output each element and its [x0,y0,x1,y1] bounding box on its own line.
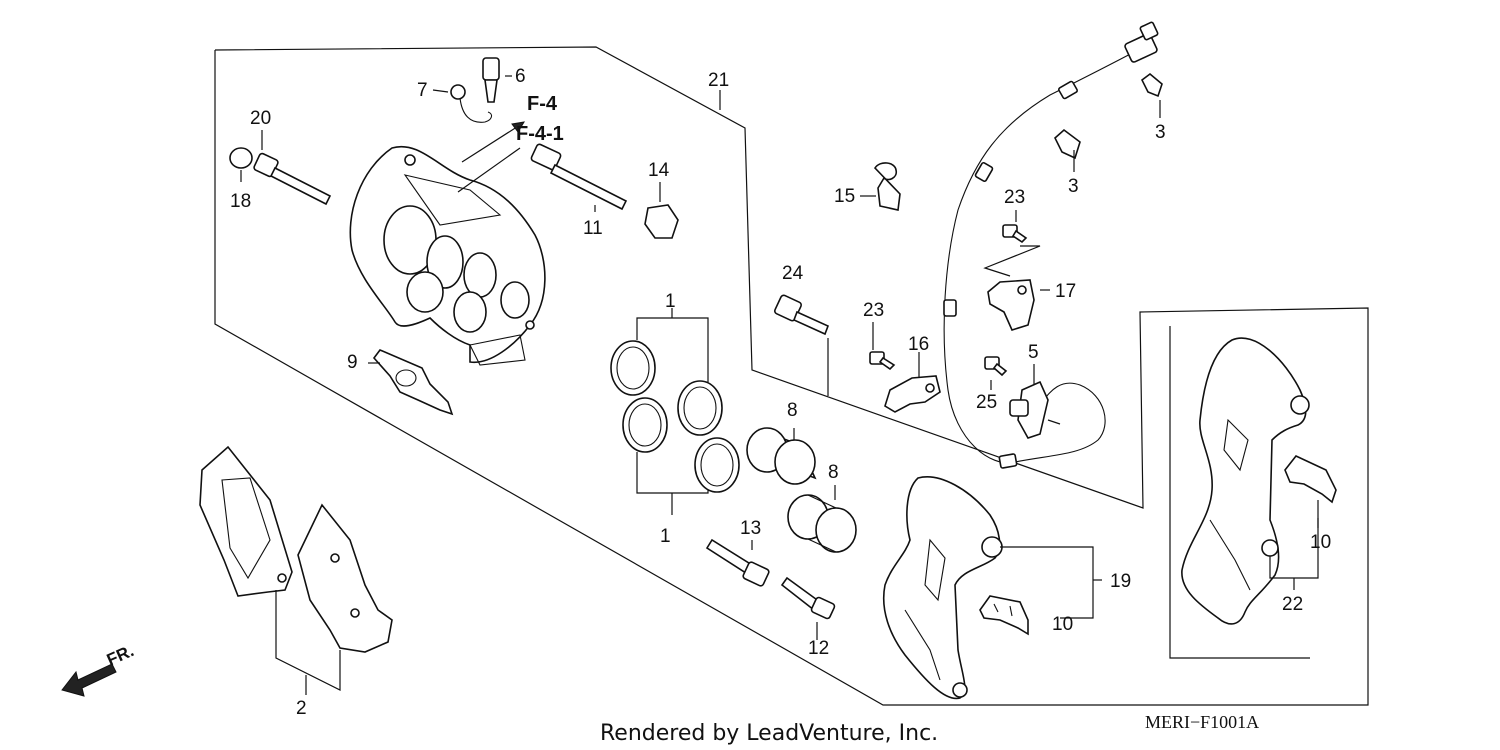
callout-17[interactable]: 17 [1055,281,1076,302]
brake-pad-inner[interactable] [297,503,393,653]
render-credit: Rendered by LeadVenture, Inc. [600,721,938,746]
cable-clip-upper[interactable] [1140,72,1163,98]
bolt-23-lower[interactable] [869,351,896,371]
callout-1-upper[interactable]: 1 [665,291,676,312]
bolt-24[interactable] [773,294,830,336]
bleeder-screw[interactable] [482,57,500,103]
pin-bolt-20[interactable] [253,152,332,206]
callout-18[interactable]: 18 [230,191,251,212]
callout-7[interactable]: 7 [417,80,428,101]
reference-f4[interactable]: F-4 [527,93,558,115]
front-direction-arrow [61,663,117,697]
bleeder-cap[interactable] [450,84,493,123]
bracket-22-lines [1269,518,1319,590]
callout-10-front[interactable]: 10 [1052,614,1073,635]
bracket-19-lines [1000,546,1102,619]
callout-2[interactable]: 2 [296,698,307,719]
pad-shim[interactable] [372,349,454,416]
callout-20[interactable]: 20 [250,108,271,129]
callout-15[interactable]: 15 [834,186,855,207]
reference-arrows [457,121,525,193]
diagram-code: MERI−F1001A [1145,712,1259,732]
callout-8-upper[interactable]: 8 [787,400,798,421]
callout-5[interactable]: 5 [1028,342,1039,363]
bolt-12[interactable] [780,576,836,620]
piston-upper[interactable] [746,427,817,485]
callout-23-upper[interactable]: 23 [1004,187,1025,208]
callout-6[interactable]: 6 [515,66,526,87]
piston-seals[interactable] [610,340,740,493]
assembly-outline-21 [214,46,1369,706]
caliper-body[interactable] [349,145,546,366]
bolt-13[interactable] [705,538,770,587]
bolt-25[interactable] [984,356,1008,377]
bolt-23-upper[interactable] [1002,224,1028,244]
pad-spring-alt[interactable] [1284,455,1337,504]
leader-lines [240,75,1319,695]
front-direction-label: FR. [104,641,137,669]
reference-f4-1[interactable]: F-4-1 [516,123,564,145]
piston-lower[interactable] [787,494,857,553]
callout-1-lower[interactable]: 1 [660,526,671,547]
brake-pad-outer[interactable] [199,445,293,597]
callout-10-alt[interactable]: 10 [1310,532,1331,553]
callout-14[interactable]: 14 [648,160,670,181]
callout-11[interactable]: 11 [583,218,603,239]
pin-cap-18[interactable] [229,147,253,169]
clip-15[interactable] [873,162,901,211]
seal-group-lines [636,308,709,515]
callout-25[interactable]: 25 [976,392,997,413]
caliper-bracket-alt[interactable] [1181,337,1310,625]
callout-12[interactable]: 12 [808,638,829,659]
cable-clip-lower[interactable] [1054,128,1081,160]
caliper-bracket-front[interactable] [882,476,1003,700]
callout-22[interactable]: 22 [1282,594,1303,615]
sensor-cable[interactable] [943,21,1159,469]
callout-24[interactable]: 24 [782,263,804,284]
callout-16[interactable]: 16 [908,334,929,355]
bracket-17-lines [983,245,1041,277]
callout-9[interactable]: 9 [347,352,358,373]
pad-spring-front[interactable] [979,595,1029,636]
sensor-bracket-17[interactable] [987,279,1035,331]
callout-13[interactable]: 13 [740,518,761,539]
callout-3-upper[interactable]: 3 [1155,122,1166,143]
callout-23-lower[interactable]: 23 [863,300,884,321]
callout-8-lower[interactable]: 8 [828,462,839,483]
callout-21[interactable]: 21 [708,70,729,91]
speed-sensor[interactable] [1009,364,1061,439]
pin-bolt-11[interactable] [530,143,628,211]
boot-14[interactable] [644,204,679,239]
callout-19[interactable]: 19 [1110,571,1131,592]
callout-3-lower[interactable]: 3 [1068,176,1079,197]
callout-labels: 1 1 2 3 3 5 6 7 8 8 9 10 10 11 12 13 14 … [230,66,1331,719]
cable-clamp-16[interactable] [884,375,941,413]
